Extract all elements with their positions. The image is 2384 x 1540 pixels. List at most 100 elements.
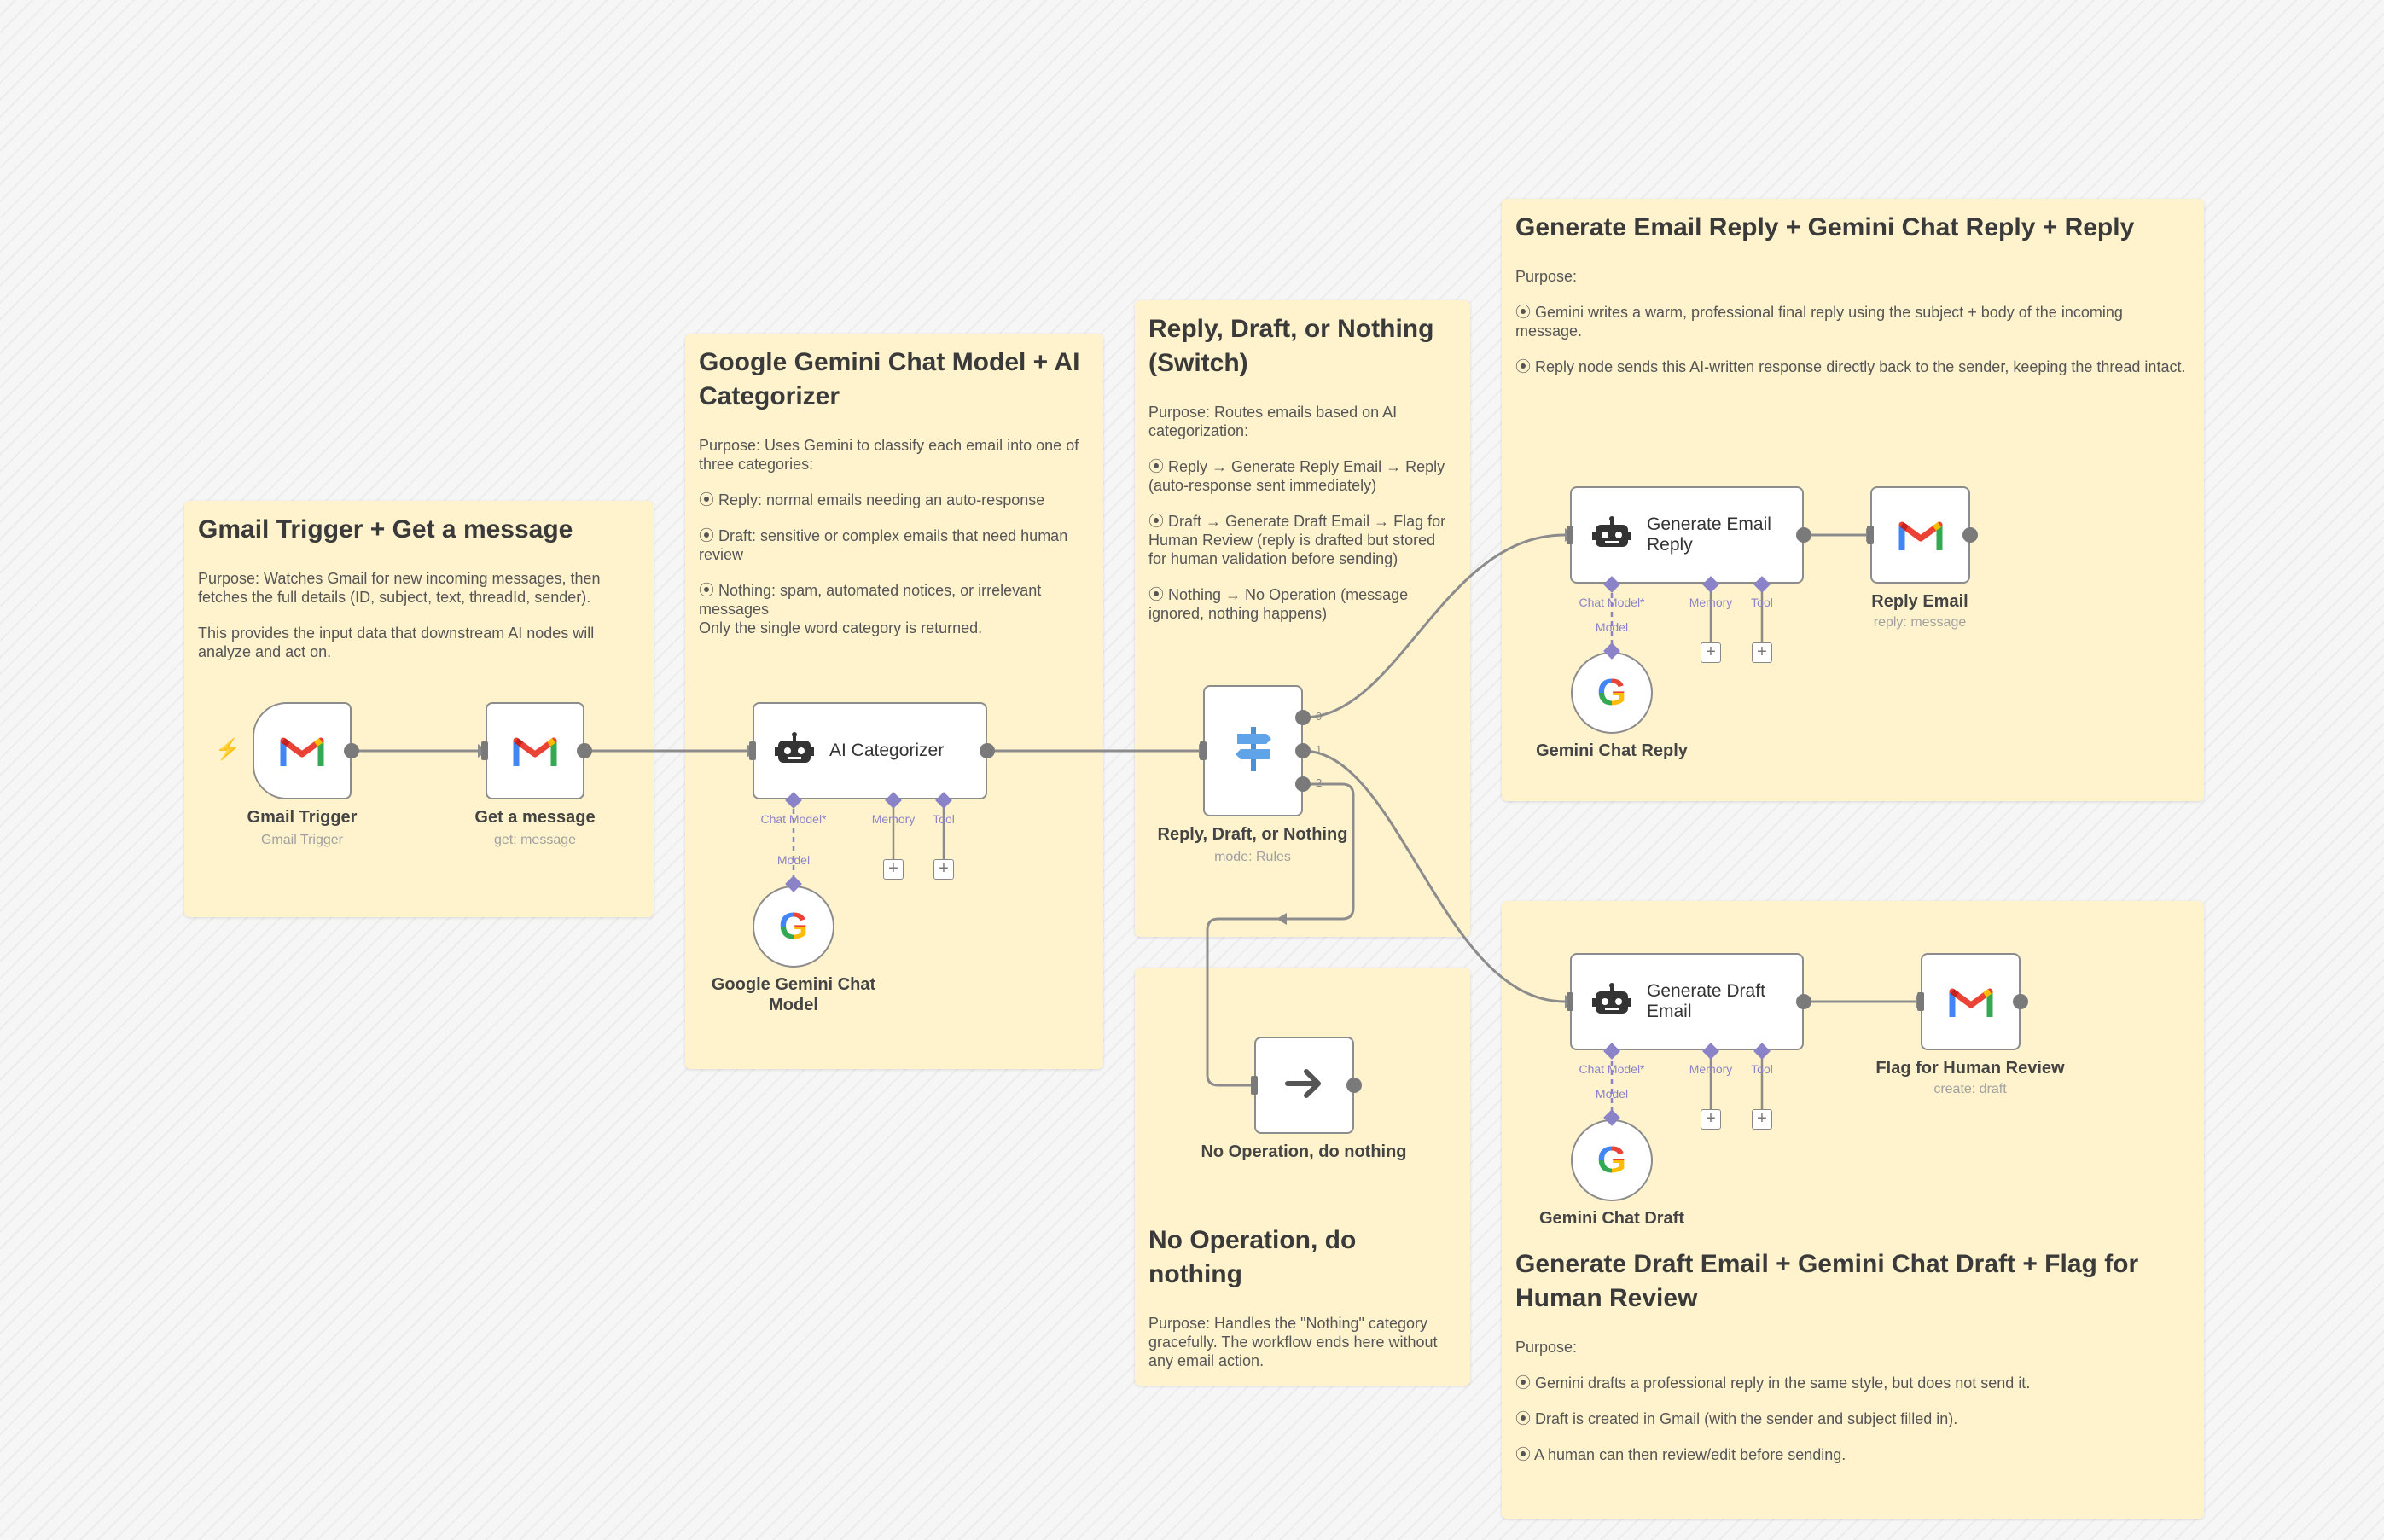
sticky-title: Google Gemini Chat Model + AI Categorize… — [699, 348, 1080, 410]
sticky-text: Only the single word category is returne… — [699, 619, 983, 636]
node-label: Gemini Chat Draft — [1538, 1209, 1685, 1228]
node-label: Reply, Draft, or Nothing — [1157, 825, 1348, 844]
gmail-icon — [1898, 518, 1943, 552]
sticky-text: Purpose: Handles the "Nothing" category … — [1148, 1315, 1438, 1369]
sticky-text: Purpose: — [1515, 268, 1578, 285]
input-port[interactable] — [1251, 1076, 1258, 1095]
sticky-title: Reply, Draft, or Nothing (Switch) — [1148, 315, 1434, 377]
node-label: Google Gemini Chat Model — [711, 975, 876, 1014]
input-port[interactable] — [1567, 992, 1573, 1011]
node-reply-email[interactable] — [1870, 486, 1970, 584]
robot-icon — [1592, 982, 1631, 1021]
tool-label: Tool — [1751, 1062, 1773, 1076]
sticky-title: Generate Draft Email + Gemini Chat Draft… — [1515, 1250, 2139, 1312]
sticky-note-categorizer[interactable]: Google Gemini Chat Model + AI Categorize… — [685, 334, 1103, 1069]
add-memory-button[interactable]: + — [1701, 642, 1721, 663]
output-port[interactable] — [1346, 1078, 1362, 1093]
add-tool-button[interactable]: + — [933, 859, 954, 880]
node-switch[interactable] — [1203, 685, 1303, 816]
sticky-text: Gemini writes a warm, professional final… — [1515, 303, 2190, 340]
robot-icon — [775, 731, 814, 770]
sticky-text: Purpose: Uses Gemini to classify each em… — [699, 437, 1079, 473]
output-port[interactable] — [1962, 527, 1978, 543]
sticky-text: Nothing: spam, automated notices, or irr… — [699, 581, 1090, 619]
node-sublabel: Gmail Trigger — [260, 833, 344, 847]
gmail-icon — [280, 734, 324, 768]
node-label: No Operation, do nothing — [1201, 1142, 1407, 1161]
google-icon: G — [778, 905, 809, 947]
output-port[interactable] — [577, 743, 592, 758]
node-title: Generate Email Reply — [1647, 514, 1771, 555]
sticky-text: Nothing → No Operation (message ignored,… — [1148, 585, 1457, 623]
node-flag-human-review[interactable] — [1921, 953, 2021, 1050]
sticky-text: Reply node sends this AI-written respons… — [1515, 357, 2190, 376]
sticky-text: Gemini drafts a professional reply in th… — [1515, 1374, 2190, 1392]
node-sublabel: reply: message — [1873, 615, 1967, 630]
node-label: Get a message — [474, 808, 596, 827]
sticky-title: Generate Email Reply + Gemini Chat Reply… — [1515, 213, 2135, 241]
sticky-title: Gmail Trigger + Get a message — [198, 515, 573, 543]
sticky-text: Draft is created in Gmail (with the send… — [1515, 1409, 2190, 1428]
chat-model-label: Chat Model* — [1579, 596, 1645, 609]
output-port-0[interactable] — [1295, 710, 1311, 725]
node-get-message[interactable] — [486, 702, 584, 799]
model-label: Model — [776, 853, 811, 867]
node-gmail-trigger[interactable] — [253, 702, 352, 799]
node-title: Generate Draft Email — [1647, 981, 1765, 1021]
node-sublabel: get: message — [493, 833, 577, 847]
output-port[interactable] — [1796, 994, 1811, 1009]
sticky-text: A human can then review/edit before send… — [1515, 1445, 2190, 1464]
model-label: Model — [1595, 1087, 1629, 1101]
sticky-text: Draft → Generate Draft Email → Flag for … — [1148, 512, 1457, 568]
node-gemini-chat-model[interactable]: G — [753, 886, 834, 968]
output-number: 1 — [1316, 743, 1323, 756]
node-generate-draft-email[interactable]: Generate Draft Email — [1570, 953, 1804, 1050]
output-port[interactable] — [980, 743, 995, 758]
input-port[interactable] — [1917, 992, 1924, 1011]
input-port[interactable] — [481, 741, 488, 760]
node-generate-email-reply[interactable]: Generate Email Reply — [1570, 486, 1804, 584]
add-memory-button[interactable]: + — [1701, 1109, 1721, 1130]
output-port[interactable] — [344, 743, 359, 758]
trigger-bolt-icon: ⚡ — [215, 738, 241, 761]
model-label: Model — [1595, 620, 1629, 634]
tool-label: Tool — [933, 812, 955, 826]
add-memory-button[interactable]: + — [883, 859, 904, 880]
add-tool-button[interactable]: + — [1752, 642, 1772, 663]
output-port-2[interactable] — [1295, 776, 1311, 792]
node-ai-categorizer[interactable]: AI Categorizer — [753, 702, 987, 799]
node-no-operation[interactable] — [1254, 1037, 1354, 1134]
signpost-icon — [1232, 725, 1275, 777]
sticky-text: Reply: normal emails needing an auto-res… — [699, 491, 1090, 509]
google-icon: G — [1596, 671, 1627, 713]
input-port[interactable] — [1200, 741, 1207, 760]
sticky-text: Purpose: Routes emails based on AI categ… — [1148, 404, 1398, 439]
node-label: Flag for Human Review — [1875, 1059, 2065, 1078]
input-port[interactable] — [1567, 526, 1573, 544]
output-number: 0 — [1316, 710, 1323, 723]
sticky-text: Purpose: Watches Gmail for new incoming … — [198, 570, 601, 606]
node-gemini-chat-reply[interactable]: G — [1571, 652, 1653, 734]
sticky-text: Draft: sensitive or complex emails that … — [699, 526, 1090, 564]
node-sublabel: mode: Rules — [1214, 850, 1291, 864]
sticky-text: This provides the input data that downst… — [198, 625, 595, 660]
node-gemini-chat-draft[interactable]: G — [1571, 1119, 1653, 1201]
input-port[interactable] — [1867, 526, 1874, 544]
chat-model-label: Chat Model* — [1579, 1062, 1645, 1076]
sticky-text: Purpose: — [1515, 1339, 1578, 1356]
node-label: Gemini Chat Reply — [1536, 741, 1688, 760]
sticky-note-noop[interactable]: No Operation, do nothing Purpose: Handle… — [1135, 968, 1470, 1386]
input-port[interactable] — [749, 741, 756, 760]
output-port[interactable] — [1796, 527, 1811, 543]
output-number: 2 — [1316, 776, 1323, 789]
robot-icon — [1592, 515, 1631, 555]
tool-label: Tool — [1751, 596, 1773, 609]
output-port-1[interactable] — [1295, 743, 1311, 758]
node-title: AI Categorizer — [829, 741, 945, 760]
gmail-icon — [1949, 985, 1993, 1019]
add-tool-button[interactable]: + — [1752, 1109, 1772, 1130]
chat-model-label: Chat Model* — [760, 812, 827, 826]
output-port[interactable] — [2013, 994, 2028, 1009]
gmail-icon — [513, 734, 557, 768]
